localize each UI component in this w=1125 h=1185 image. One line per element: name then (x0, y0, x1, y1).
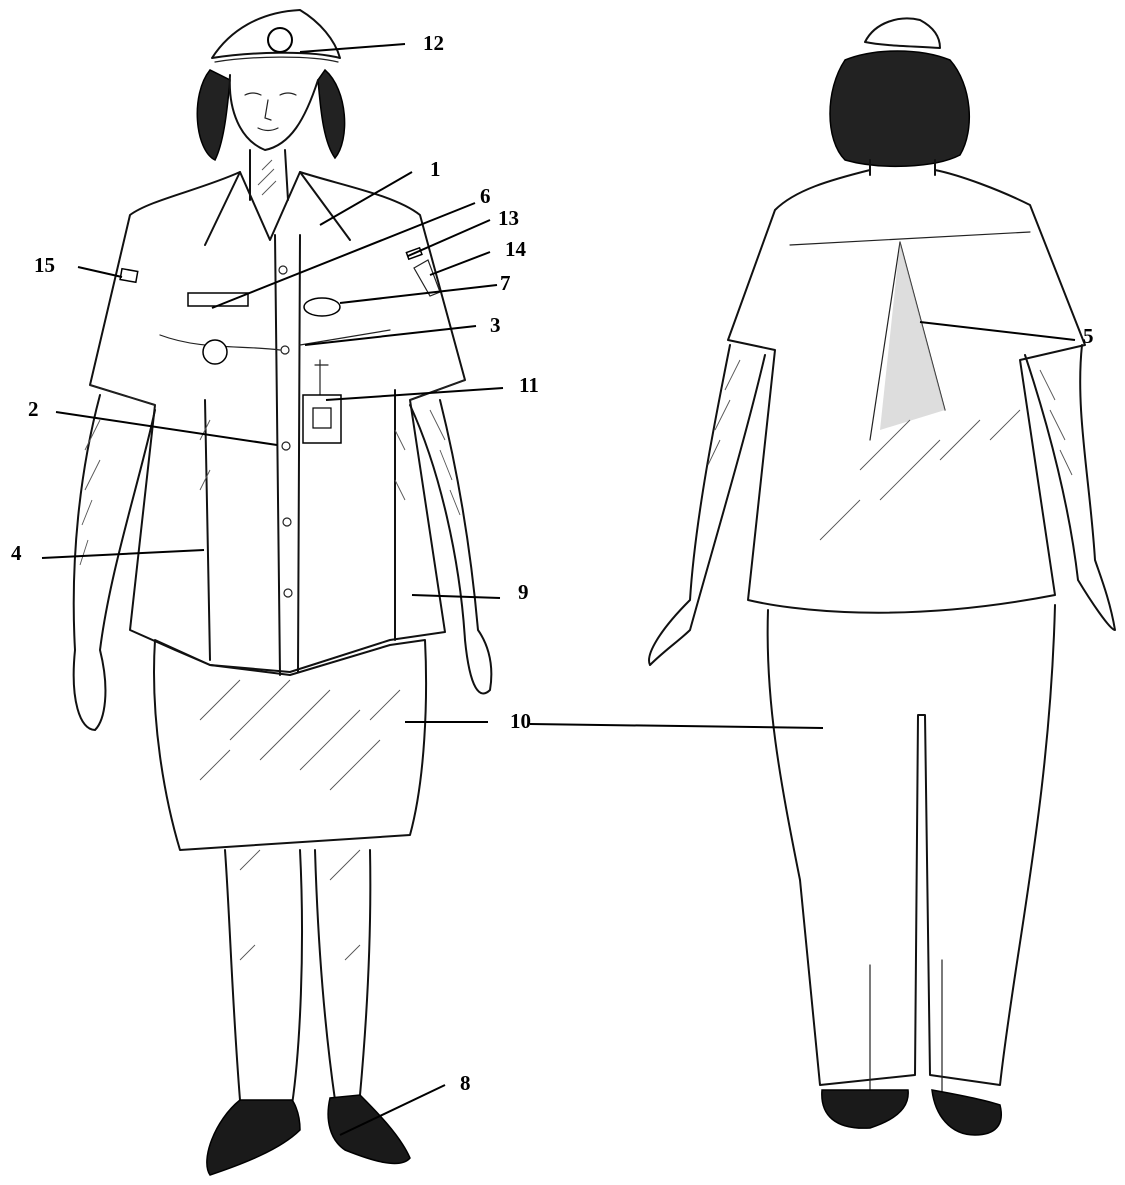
front-left-leg (225, 850, 302, 1105)
callout-3: 3 (490, 313, 501, 337)
callout-5: 5 (1083, 324, 1094, 348)
shirt-button (281, 346, 289, 354)
epaulette-flap (414, 260, 440, 296)
callout-2: 2 (28, 397, 39, 421)
shirt-button (282, 442, 290, 450)
back-figure (649, 18, 1115, 1135)
front-left-shoe (207, 1100, 300, 1175)
callout-7: 7 (500, 271, 511, 295)
callout-4: 4 (11, 541, 22, 565)
name-tag-badge (188, 293, 248, 306)
back-right-shoe (932, 1090, 1001, 1135)
front-left-arm (74, 395, 155, 730)
wings-badge (304, 298, 340, 316)
callout-13: 13 (498, 206, 519, 230)
front-right-leg (315, 850, 370, 1100)
shirt-button (279, 266, 287, 274)
callout-9: 9 (518, 580, 529, 604)
callout-8: 8 (460, 1071, 471, 1095)
callout-12: 12 (423, 31, 444, 55)
shirt-button (284, 589, 292, 597)
front-right-arm (410, 400, 491, 693)
leader-line-4 (42, 550, 204, 558)
leader-lines (42, 44, 1075, 1135)
callout-15: 15 (34, 253, 55, 277)
callout-1: 1 (430, 157, 441, 181)
cap-badge-circle (268, 28, 292, 52)
front-collar (205, 172, 350, 245)
back-trousers (768, 605, 1055, 1085)
front-hair-left (197, 70, 230, 160)
sleeve-patch (120, 269, 138, 283)
callout-14: 14 (505, 237, 527, 261)
leader-line-5 (920, 322, 1075, 340)
front-figure (74, 10, 492, 1175)
shirt-button (283, 518, 291, 526)
front-right-shoe (328, 1095, 410, 1163)
front-hair-right (318, 70, 345, 158)
back-left-shoe (822, 1090, 908, 1128)
leader-line-3 (305, 326, 476, 345)
leader-line-15 (78, 267, 122, 277)
leader-line-10-back (530, 724, 823, 728)
callout-11: 11 (519, 373, 539, 397)
leader-line-12 (300, 44, 405, 52)
callout-10: 10 (510, 709, 531, 733)
leader-line-1 (320, 172, 412, 225)
emblem-badge (203, 340, 227, 364)
front-face (230, 75, 318, 150)
back-left-arm (649, 345, 765, 665)
leader-line-14 (430, 252, 490, 275)
callout-6: 6 (480, 184, 491, 208)
leader-line-7 (340, 285, 497, 303)
back-cap (865, 18, 940, 48)
leader-line-9 (412, 595, 500, 598)
callout-numbers: 12 1 6 13 14 7 15 3 11 2 4 9 10 5 8 (11, 31, 1094, 1095)
back-hair (830, 51, 969, 166)
back-pleat (880, 242, 945, 430)
